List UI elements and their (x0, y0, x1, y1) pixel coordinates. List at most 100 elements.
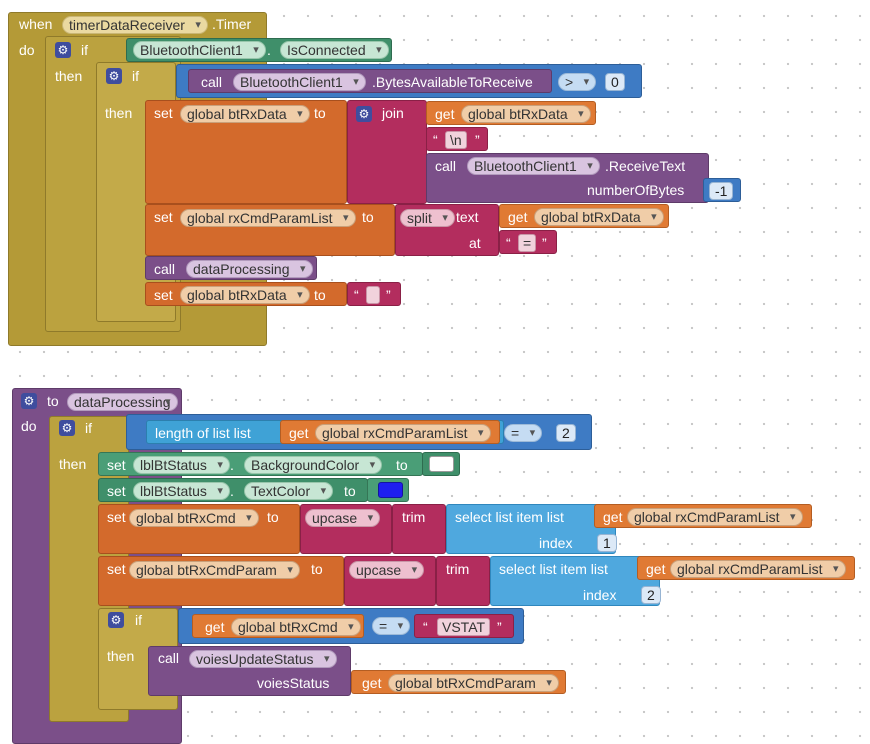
equals-string-block[interactable]: “ = ” (499, 230, 557, 254)
vstat-string-block[interactable]: “ VSTAT ” (414, 614, 514, 638)
timer-event-name: .Timer (212, 16, 252, 32)
join-block[interactable]: ⚙ join (347, 100, 427, 204)
quote-close: ” (497, 619, 502, 635)
global-btrxcmdparam-dropdown[interactable]: global btRxCmdParam (129, 561, 300, 579)
global-btrxcmd-dropdown[interactable]: global btRxCmd (231, 618, 361, 636)
set-btrxdata-empty-block[interactable]: set global btRxData to (145, 282, 347, 306)
call-label: call (201, 74, 223, 90)
color-swatch[interactable] (378, 482, 403, 498)
vstat-text[interactable]: VSTAT (437, 618, 491, 636)
procedure-dropdown[interactable]: dataProcessing (186, 260, 313, 278)
bt-component-dropdown[interactable]: BluetoothClient1 (233, 73, 366, 91)
bytes-available-call[interactable]: call BluetoothClient1 .BytesAvailableToR… (188, 69, 552, 93)
quote-close: ” (386, 287, 391, 303)
mutator-gear-icon[interactable]: ⚙ (21, 393, 37, 409)
get-btrxcmdparam-block[interactable]: get global btRxCmdParam (351, 670, 566, 694)
upcase-block[interactable]: upcase (300, 504, 392, 554)
to-label: to (396, 457, 408, 473)
then-label: then (107, 648, 135, 664)
set-btrxcmdparam-block[interactable]: set global btRxCmdParam to (98, 556, 344, 606)
bt-component-dropdown[interactable]: BluetoothClient1 (467, 157, 600, 175)
global-rxcmdparamlist-dropdown[interactable]: global rxCmdParamList (670, 560, 846, 578)
set-btrxcmd-block[interactable]: set global btRxCmd to (98, 504, 300, 554)
equals-text[interactable]: = (518, 234, 537, 252)
then-label: then (59, 456, 87, 472)
global-btrxdata-dropdown[interactable]: global btRxData (180, 286, 310, 304)
index-label: index (583, 587, 617, 603)
set-textcolor-block[interactable]: set lblBtStatus . TextColor to (98, 478, 368, 502)
gt-operator-dropdown[interactable]: > (558, 73, 597, 91)
two-number[interactable]: 2 (556, 424, 576, 442)
get-btrxdata-block[interactable]: get global btRxData (499, 204, 669, 228)
zero-number[interactable]: 0 (605, 73, 625, 91)
get-label: get (603, 509, 623, 525)
select-list-item-block[interactable]: select list item list index 1 (446, 504, 617, 554)
timer-component-dropdown[interactable]: timerDataReceiver (62, 16, 208, 34)
mutator-gear-icon[interactable]: ⚙ (55, 42, 71, 58)
lbl-component-dropdown[interactable]: lblBtStatus (133, 482, 230, 500)
global-btrxcmd-dropdown[interactable]: global btRxCmd (129, 509, 259, 527)
background-color-dropdown[interactable]: BackgroundColor (244, 456, 383, 474)
when-label: when (19, 16, 53, 32)
one-number[interactable]: 1 (597, 534, 617, 552)
global-btrxcmdparam-dropdown[interactable]: global btRxCmdParam (388, 674, 559, 692)
get-btrxdata-block[interactable]: get global btRxData (426, 101, 596, 125)
empty-text[interactable] (366, 286, 380, 304)
trim-block[interactable]: trim (436, 556, 490, 606)
mutator-gear-icon[interactable]: ⚙ (59, 420, 75, 436)
procedure-dropdown[interactable]: voiesUpdateStatus (189, 650, 337, 668)
empty-string-block[interactable]: “ ” (347, 282, 401, 306)
set-rxcmdparamlist-block[interactable]: set global rxCmdParamList to (145, 204, 395, 256)
global-rxcmdparamlist-dropdown[interactable]: global rxCmdParamList (180, 209, 356, 227)
procedure-name-field[interactable]: dataProcessing (67, 393, 178, 411)
get-btrxcmd-block[interactable]: get global btRxCmd (192, 614, 364, 638)
get-rxcmdparamlist-block[interactable]: get global rxCmdParamList (594, 504, 812, 528)
minus-one-number[interactable]: -1 (709, 182, 734, 200)
is-connected-dropdown[interactable]: IsConnected (280, 41, 389, 59)
set-backgroundcolor-block[interactable]: set lblBtStatus . BackgroundColor to (98, 452, 423, 476)
mutator-gear-icon[interactable]: ⚙ (356, 106, 372, 122)
trim-label: trim (446, 561, 470, 577)
get-label: get (289, 425, 309, 441)
mutator-gear-icon[interactable]: ⚙ (106, 68, 122, 84)
global-btrxdata-dropdown[interactable]: global btRxData (461, 105, 591, 123)
global-btrxdata-dropdown[interactable]: global btRxData (534, 208, 664, 226)
set-label: set (107, 509, 126, 525)
upcase-dropdown[interactable]: upcase (305, 509, 381, 527)
eq-operator-dropdown[interactable]: = (372, 617, 411, 635)
call-dataprocessing-block[interactable]: call dataProcessing (145, 256, 317, 280)
color-swatch[interactable] (429, 456, 454, 472)
global-btrxdata-dropdown[interactable]: global btRxData (180, 105, 310, 123)
mutator-gear-icon[interactable]: ⚙ (108, 612, 124, 628)
if-label: if (81, 42, 88, 58)
newline-string-block[interactable]: “ \n ” (426, 127, 488, 151)
eq-operator-dropdown[interactable]: = (504, 424, 543, 442)
newline-text[interactable]: \n (445, 131, 467, 149)
get-rxcmdparamlist-block[interactable]: get global rxCmdParamList (280, 420, 500, 444)
get-label: get (508, 209, 528, 225)
split-dropdown[interactable]: split (400, 209, 455, 227)
color-blue-block[interactable] (367, 478, 409, 502)
to-label: to (311, 561, 323, 577)
text-color-dropdown[interactable]: TextColor (244, 482, 334, 500)
trim-block[interactable]: trim (392, 504, 446, 554)
set-label: set (107, 483, 126, 499)
global-rxcmdparamlist-dropdown[interactable]: global rxCmdParamList (315, 424, 491, 442)
color-white-block[interactable] (422, 452, 460, 476)
select-list-item-block[interactable]: select list item list index 2 (490, 556, 661, 606)
minus-one-number-block[interactable]: -1 (703, 178, 741, 202)
two-number[interactable]: 2 (641, 586, 661, 604)
upcase-block[interactable]: upcase (344, 556, 436, 606)
call-voiesupdatestatus-block[interactable]: call voiesUpdateStatus voiesStatus (148, 646, 351, 696)
lbl-component-dropdown[interactable]: lblBtStatus (133, 456, 230, 474)
is-connected-getter[interactable]: BluetoothClient1 . IsConnected (126, 38, 392, 62)
global-rxcmdparamlist-dropdown[interactable]: global rxCmdParamList (627, 508, 803, 526)
then-label: then (105, 105, 133, 121)
set-btrxdata-block[interactable]: set global btRxData to (145, 100, 347, 204)
upcase-dropdown[interactable]: upcase (349, 561, 425, 579)
get-rxcmdparamlist-block[interactable]: get global rxCmdParamList (637, 556, 855, 580)
split-block[interactable]: split text at (395, 204, 499, 256)
receive-text-call[interactable]: call BluetoothClient1 .ReceiveText numbe… (426, 153, 709, 203)
if-label: if (85, 420, 92, 436)
bt-component-dropdown[interactable]: BluetoothClient1 (133, 41, 266, 59)
